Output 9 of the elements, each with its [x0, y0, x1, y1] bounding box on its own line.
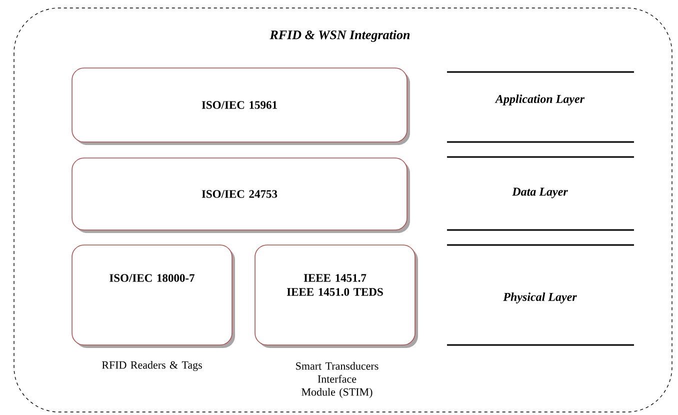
box-caption: Smart Transducers Interface Module (STIM): [296, 362, 378, 398]
box-caption: RFID Readers & Tags: [102, 361, 202, 371]
standard-box: ISO/IEC 18000-7: [72, 244, 235, 348]
standard-box: ISO/IEC 24753: [72, 158, 410, 233]
standard-box: IEEE 1451.7 IEEE 1451.0 TEDS: [254, 244, 418, 348]
layer-label: Data Layer: [512, 188, 568, 198]
layer-label: Application Layer: [494, 94, 585, 106]
standard-box: ISO/IEC 15961: [72, 68, 410, 145]
layer-label: Physical Layer: [503, 292, 577, 304]
